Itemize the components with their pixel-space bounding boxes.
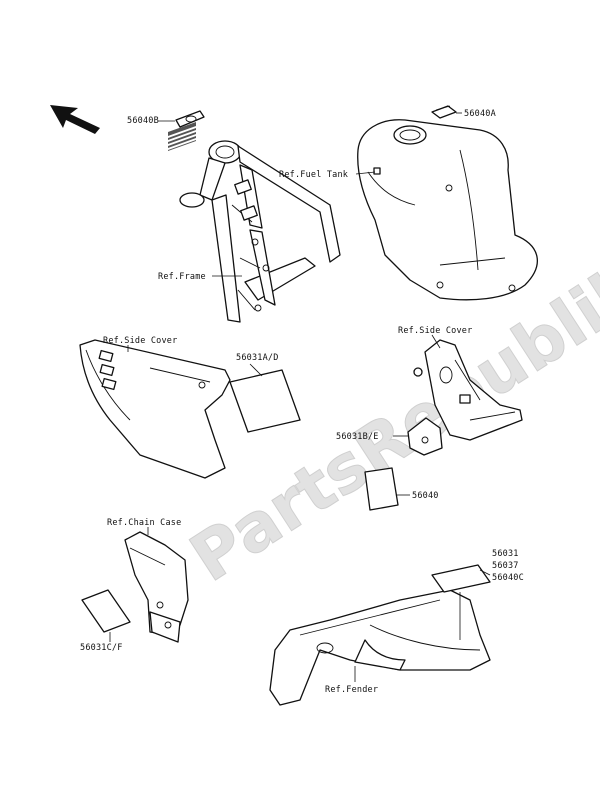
label-ref-frame: Ref.Frame	[158, 272, 206, 282]
label-ref-fuel-tank: Ref.Fuel Tank	[279, 170, 348, 180]
label-56040: 56040	[412, 491, 439, 501]
label-56040b: 56040B	[127, 116, 159, 126]
label-56040c: 56040C	[492, 573, 524, 583]
label-ref-chain-case: Ref.Chain Case	[107, 518, 181, 528]
sticker-56040	[364, 467, 399, 511]
label-ref-side-cover-right: Ref.Side Cover	[398, 326, 472, 336]
label-ref-side-cover-left: Ref.Side Cover	[103, 336, 177, 346]
sticker-56031b-e	[407, 417, 443, 456]
label-ref-fender: Ref.Fender	[325, 685, 378, 695]
sticker-56031-56037-56040c	[431, 564, 491, 593]
label-56040a: 56040A	[464, 109, 496, 119]
fender-part	[269, 589, 491, 706]
label-56031a-d: 56031A/D	[236, 353, 279, 363]
sticker-56031a-d	[229, 369, 301, 433]
chain-case-part	[124, 531, 189, 643]
label-56031: 56031	[492, 549, 519, 559]
label-56037: 56037	[492, 561, 519, 571]
fuel-tank-part	[357, 119, 538, 301]
frame-part	[179, 140, 341, 323]
label-56031b-e: 56031B/E	[336, 432, 379, 442]
sticker-56040b	[168, 110, 205, 151]
label-56031c-f: 56031C/F	[80, 643, 123, 653]
right-side-cover-part	[413, 339, 523, 441]
watermark: PartsRepublik	[177, 247, 600, 596]
sticker-56040a	[431, 105, 457, 119]
left-side-cover-part	[79, 339, 231, 479]
front-direction-arrow-icon	[50, 105, 100, 134]
sticker-56031c-f	[81, 589, 131, 633]
